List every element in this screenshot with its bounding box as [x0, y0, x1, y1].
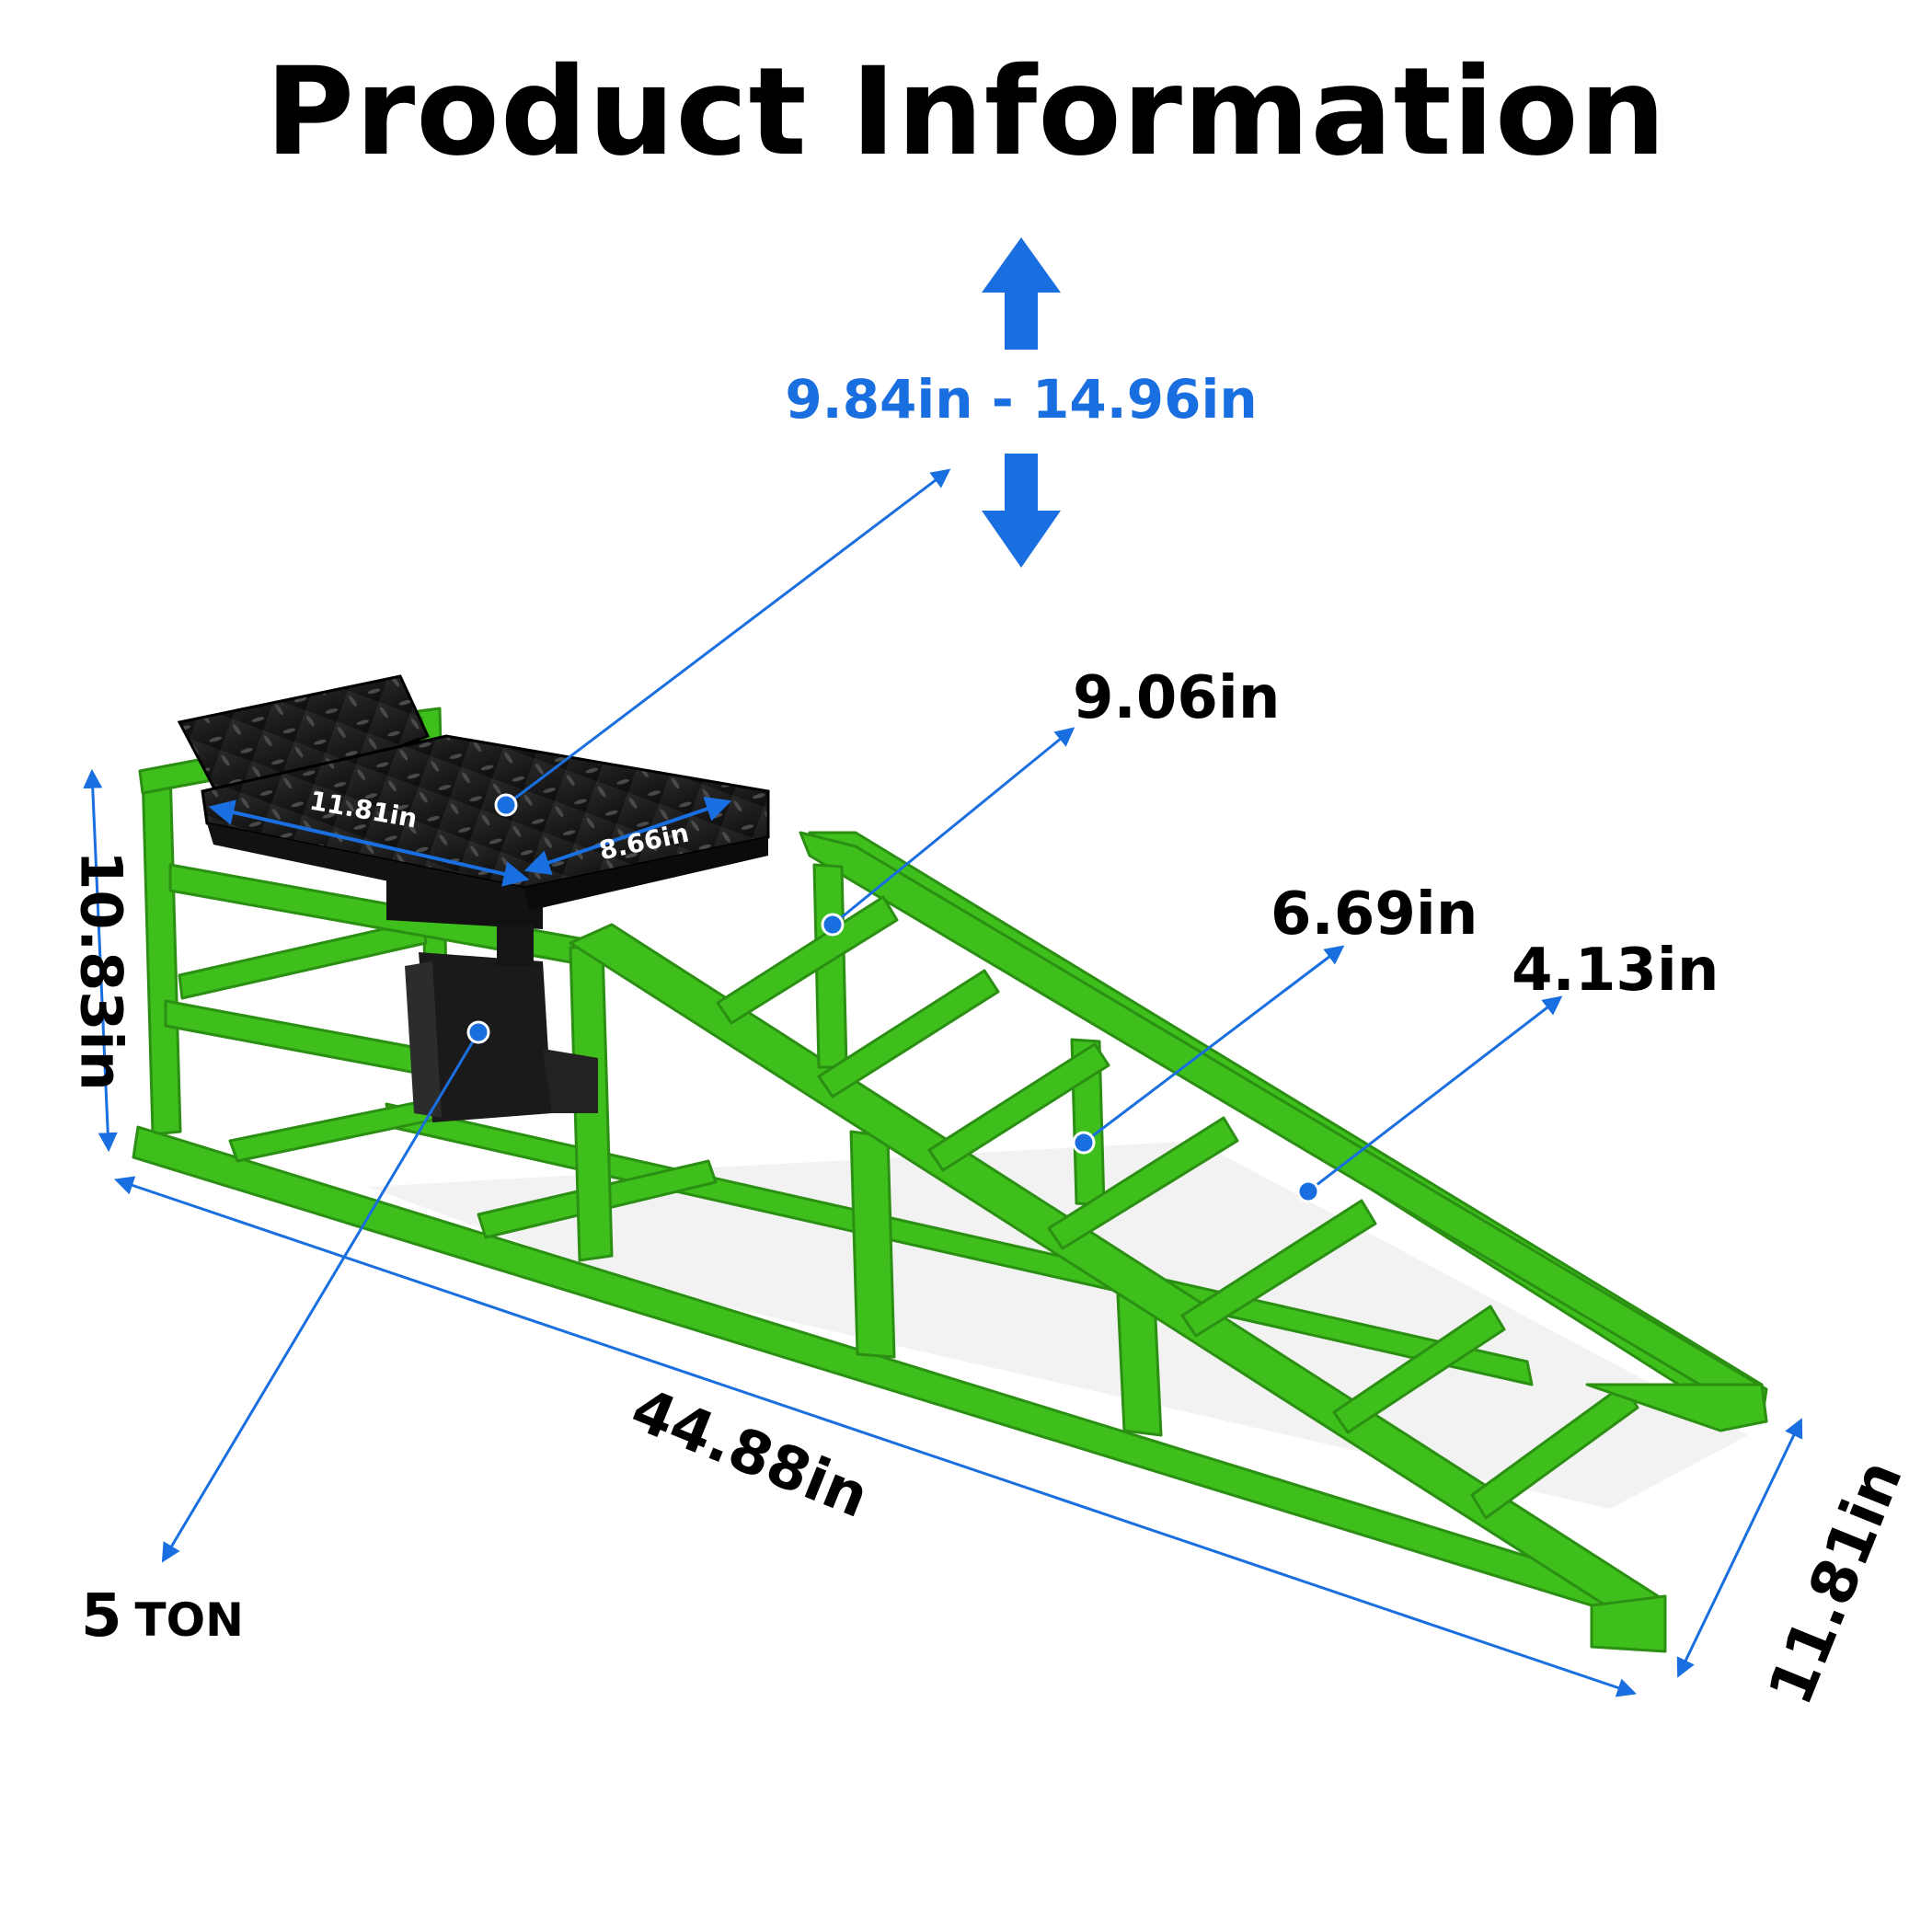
arrow-up-icon — [982, 237, 1061, 350]
rung-width-label: 4.13in — [1512, 937, 1719, 1005]
capacity-unit: TON — [134, 1593, 244, 1647]
rung-spacing-label: 6.69in — [1271, 880, 1478, 949]
leader-6-69 — [1083, 945, 1345, 1144]
capacity-value: 5 — [81, 1582, 122, 1650]
dim-line-length — [114, 1176, 1637, 1697]
leader-9-06 — [832, 727, 1075, 926]
arrow-down-icon — [982, 454, 1061, 568]
dim-line-height — [83, 768, 118, 1153]
ramp-width-top-label: 9.06in — [1073, 664, 1281, 732]
lift-height-range-label: 9.84in - 14.96in — [785, 368, 1258, 431]
dimension-arrows — [83, 237, 1803, 1697]
dim-line-platform-width — [523, 796, 732, 876]
dim-line-base-width — [1676, 1418, 1803, 1678]
page-title: Product Information — [265, 41, 1667, 183]
lift-platform — [177, 674, 770, 911]
height-label: 10.83in — [67, 850, 135, 1091]
dim-line-platform-length — [208, 799, 530, 887]
leader-4-13 — [1307, 995, 1563, 1193]
leader-lift-range — [505, 468, 951, 807]
leader-capacity — [161, 1031, 480, 1563]
hydraulic-jack — [386, 869, 598, 1122]
